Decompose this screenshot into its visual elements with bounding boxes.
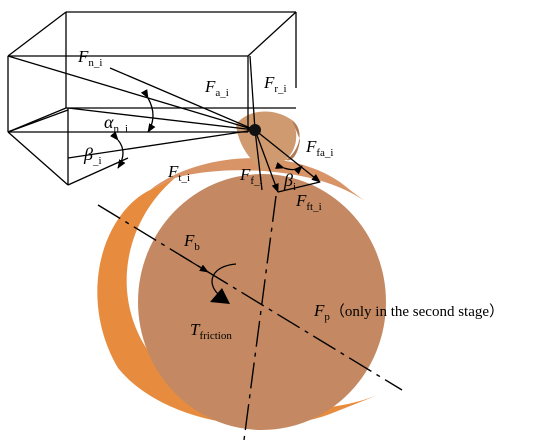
- label-ft: Ft_i: [167, 162, 190, 184]
- beta-right-arc: [275, 161, 303, 175]
- alpha-arc: [140, 89, 156, 133]
- label-beta-right: βi: [283, 170, 296, 193]
- tooth-shade: [286, 120, 300, 161]
- force-lines: [7, 55, 321, 193]
- disk-top-rim: [150, 158, 370, 205]
- wire-box: [7, 11, 297, 186]
- label-fr: Fr_i: [263, 73, 287, 95]
- beta-left-arc: [109, 131, 126, 169]
- contact-point: [249, 124, 261, 136]
- label-beta-left: β_i: [83, 144, 102, 167]
- label-fb: Fb: [183, 231, 200, 253]
- axis-line-1: [97, 204, 403, 391]
- label-fa: Fa_i: [204, 77, 229, 99]
- label-ffa: Ffa_i: [305, 137, 334, 159]
- friction-arrowhead: [210, 288, 230, 304]
- label-fft: Fft_i: [295, 191, 322, 213]
- fb-arrow: [179, 254, 209, 273]
- label-fp: Fp（only in the second stage）: [313, 301, 504, 323]
- label-tfriction: Tfriction: [190, 320, 232, 342]
- label-ff: Ff_i: [239, 165, 263, 187]
- friction-rotation-arrow: [211, 263, 237, 295]
- label-fn: Fn_i: [77, 47, 102, 69]
